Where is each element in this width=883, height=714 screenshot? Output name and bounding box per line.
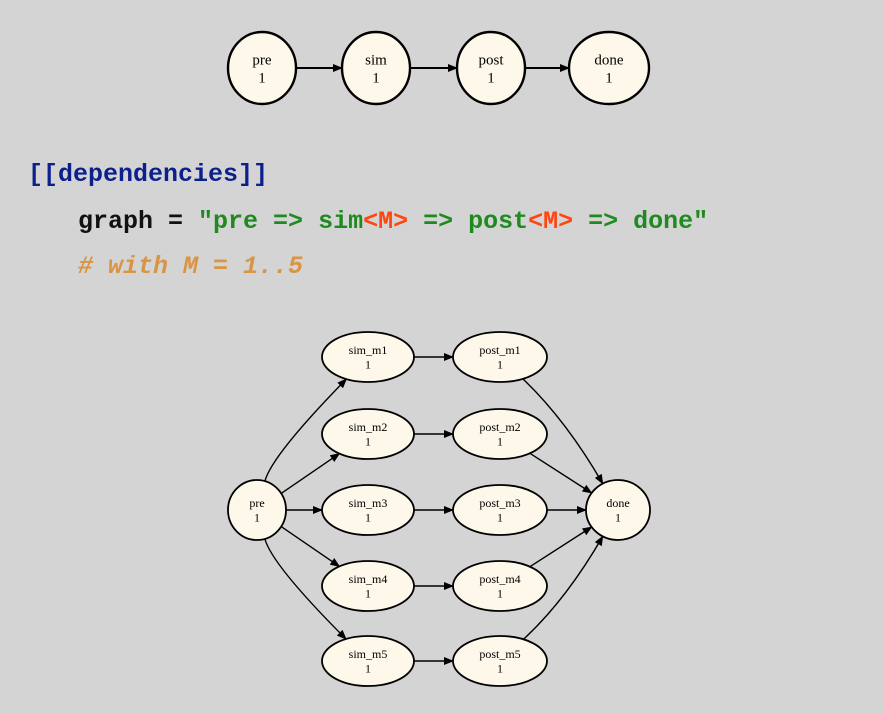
graph-key: graph [78,207,154,236]
code-comment-line: # with M = 1..5 [78,254,303,279]
top-node-post: post 1 [455,30,527,106]
code-graph-line: graph = "pre => sim<M> => post<M> => don… [78,209,708,234]
bottom-node-pre-count: 1 [254,510,260,524]
bottom-node-post_m1: post_m11 [452,331,548,383]
bottom-graph-edges [264,353,604,665]
graph-string-post: => post [408,207,529,236]
top-node-done: done 1 [567,30,651,106]
graph-param-m-post: <M> [528,207,574,236]
graph-string-done: => done [573,207,694,236]
top-node-sim: sim 1 [340,30,412,106]
bottom-node-pre-shape [227,479,287,541]
bottom-node-done-shape [585,479,651,541]
bottom-node-sim_m3-name: sim_m3 [349,496,388,510]
bottom-node-done-count: 1 [615,510,621,524]
bottom-node-sim_m2-name: sim_m2 [349,420,388,434]
bottom-node-post_m1-name: post_m1 [479,343,520,357]
bottom-graph-nodes: pre1sim_m11sim_m21sim_m31sim_m41sim_m51p… [227,331,651,687]
top-node-sim-shape [340,30,412,106]
bottom-node-post_m2-name: post_m2 [479,420,520,434]
bottom-node-sim_m1-shape [321,331,415,383]
bottom-node-sim_m1-count: 1 [365,357,371,371]
bottom-node-post_m4-name: post_m4 [479,572,520,586]
bottom-node-post_m4: post_m41 [452,560,548,612]
bottom-node-sim_m5: sim_m51 [321,635,415,687]
bottom-node-sim_m1-name: sim_m1 [349,343,388,357]
bottom-node-post_m3: post_m31 [452,484,548,536]
bottom-node-sim_m5-name: sim_m5 [349,647,388,661]
bottom-node-post_m4-shape [452,560,548,612]
bottom-node-sim_m1: sim_m11 [321,331,415,383]
graph-string-close-quote: " [693,207,709,236]
top-node-done-shape [567,30,651,106]
bottom-node-done-name: done [606,496,629,510]
bottom-node-sim_m2: sim_m21 [321,408,415,460]
bottom-node-post_m4-count: 1 [497,586,503,600]
graph-equals: = [153,207,199,236]
top-node-post-count: 1 [487,70,495,86]
bottom-node-sim_m5-shape [321,635,415,687]
bottom-node-sim_m5-count: 1 [365,661,371,675]
top-node-done-count: 1 [605,70,613,86]
code-dependencies-header: [[dependencies]] [28,162,268,187]
top-node-pre-name: pre [252,52,271,68]
comment-text: # with M = 1..5 [78,252,304,281]
dependencies-header-text: [[dependencies]] [28,160,269,189]
bottom-node-post_m1-shape [452,331,548,383]
graph-param-m-sim: <M> [363,207,409,236]
bottom-node-post_m5-count: 1 [497,661,503,675]
top-node-post-shape [455,30,527,106]
graph-string-pre-sim: pre => sim [213,207,364,236]
bottom-node-post_m5-shape [452,635,548,687]
bottom-node-post_m5-name: post_m5 [479,647,520,661]
bottom-node-post_m3-shape [452,484,548,536]
graph-string-open-quote: " [198,207,214,236]
bottom-node-sim_m2-shape [321,408,415,460]
bottom-edge-pre-to-sim_m2 [280,453,341,495]
bottom-node-post_m5: post_m51 [452,635,548,687]
bottom-node-sim_m2-count: 1 [365,434,371,448]
bottom-edge-post_m2-to-done [529,452,593,494]
bottom-edge-post_m5-to-done [522,535,604,640]
bottom-node-post_m3-count: 1 [497,510,503,524]
bottom-node-sim_m3-shape [321,484,415,536]
top-graph-nodes: pre 1 sim 1 post 1 done 1 [226,30,651,106]
bottom-node-sim_m4-name: sim_m4 [349,572,388,586]
bottom-node-sim_m3: sim_m31 [321,484,415,536]
bottom-node-post_m3-name: post_m3 [479,496,520,510]
bottom-edge-post_m1-to-done [522,378,604,485]
top-node-pre-shape [226,30,298,106]
bottom-node-sim_m3-count: 1 [365,510,371,524]
top-node-post-name: post [478,52,504,68]
bottom-node-sim_m4-shape [321,560,415,612]
top-node-done-name: done [594,52,624,68]
top-node-sim-count: 1 [372,70,380,86]
bottom-node-pre-name: pre [249,496,264,510]
top-node-pre-count: 1 [258,70,266,86]
bottom-edge-pre-to-sim_m5 [264,538,347,640]
top-node-sim-name: sim [365,52,387,68]
bottom-node-post_m2-count: 1 [497,434,503,448]
bottom-edge-post_m4-to-done [529,526,593,568]
bottom-edge-pre-to-sim_m4 [280,525,341,567]
bottom-edge-pre-to-sim_m1 [264,378,348,482]
bottom-node-sim_m4: sim_m41 [321,560,415,612]
bottom-node-post_m2: post_m21 [452,408,548,460]
bottom-node-sim_m4-count: 1 [365,586,371,600]
bottom-node-post_m2-shape [452,408,548,460]
bottom-node-post_m1-count: 1 [497,357,503,371]
top-node-pre: pre 1 [226,30,298,106]
